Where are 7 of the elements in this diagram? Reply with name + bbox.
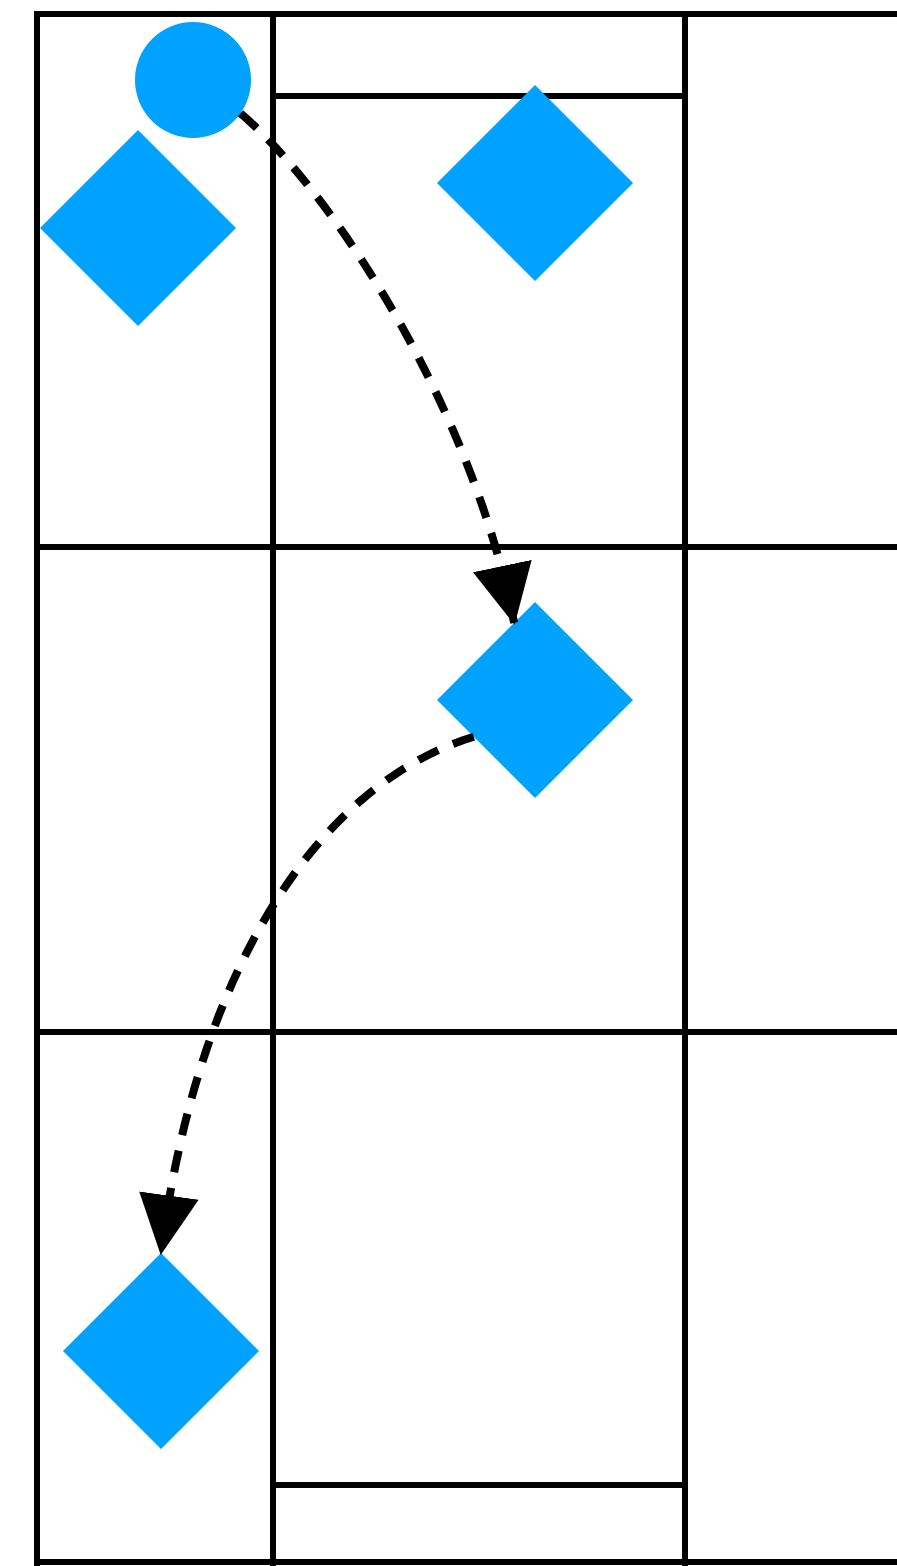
diamond-node	[437, 85, 633, 281]
diamond-node	[63, 1253, 259, 1449]
arrow	[237, 110, 532, 625]
diamond-node	[40, 130, 236, 326]
circle-node	[135, 22, 251, 138]
diamond-node	[437, 602, 633, 798]
arrow	[139, 732, 475, 1255]
